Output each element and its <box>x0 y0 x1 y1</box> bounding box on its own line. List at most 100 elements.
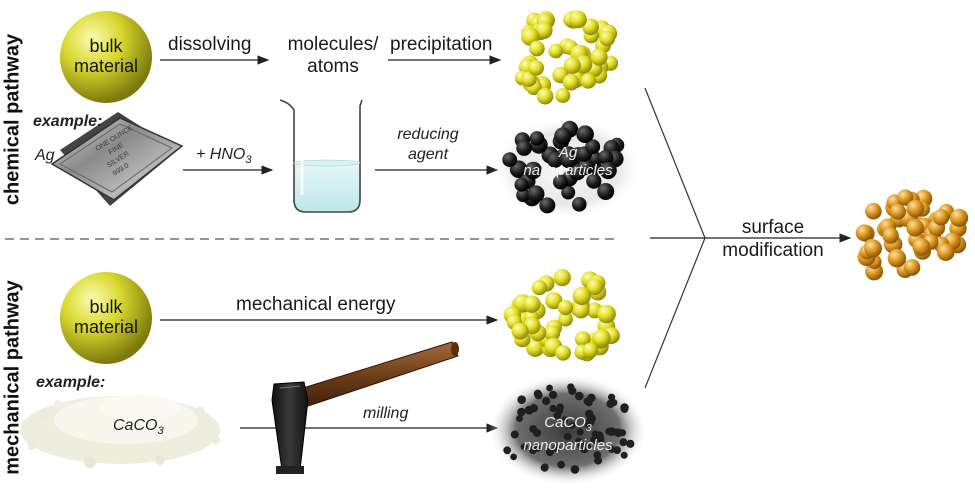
bulk-label-line: bulk <box>89 297 123 317</box>
bulk-material-sphere-chemical <box>60 11 152 103</box>
black-nanoparticle <box>527 185 545 203</box>
reducing-line: agent <box>407 146 449 163</box>
pore-dot <box>593 451 602 459</box>
black-nanoparticle <box>586 173 602 189</box>
pore-dot <box>533 389 542 398</box>
label-caco3: CaCO3 <box>113 417 164 437</box>
black-nanoparticle <box>577 159 595 176</box>
black-nanoparticle <box>561 185 576 200</box>
yellow-particle <box>563 56 581 74</box>
black-nanoparticle <box>539 197 556 214</box>
pore-dot <box>568 386 577 395</box>
pore-dot <box>590 436 598 445</box>
merge-line-bottom <box>644 237 706 389</box>
ag-nanoparticles-image <box>492 116 642 220</box>
orange-particle <box>950 208 969 227</box>
yellow-particle <box>558 311 573 327</box>
yellow-particle <box>580 73 597 89</box>
reducing-line: reducing <box>397 126 459 143</box>
caco3-np-line: nanoparticles <box>523 437 613 454</box>
black-nanoparticle <box>516 188 531 203</box>
yellow-particle <box>557 300 574 316</box>
label-mechanical-energy: mechanical energy <box>236 294 396 315</box>
yellow-particle <box>521 71 537 87</box>
black-nanoparticle <box>514 177 529 192</box>
pore-dot <box>503 446 512 455</box>
pore-dot <box>575 437 583 445</box>
pore-dot <box>619 438 628 447</box>
orange-particle <box>903 259 921 276</box>
pore-dot <box>583 397 592 406</box>
caco3-np-subscript: 3 <box>585 422 592 434</box>
bulk-label-line: material <box>73 56 139 76</box>
label-caco3-nanoparticles: CaCO3 nanoparticles <box>508 414 628 455</box>
black-nanoparticle <box>547 151 564 168</box>
yellow-particle <box>531 280 548 296</box>
yellow-particle <box>592 329 611 348</box>
bulk-label-line: bulk <box>89 36 123 56</box>
orange-particle <box>889 203 906 220</box>
pore-dot <box>563 432 572 441</box>
yellow-particle <box>590 48 608 66</box>
label-precipitation: precipitation <box>390 34 493 55</box>
ag-np-line: nanoparticles <box>523 162 613 179</box>
black-nanoparticle <box>516 140 532 156</box>
hammer-image <box>271 341 459 474</box>
yellow-particle <box>562 73 580 91</box>
label-ag-nanoparticles: Ag nanoparticles <box>508 144 628 180</box>
merge-line-top <box>644 87 706 239</box>
pore-dot <box>620 451 628 459</box>
silver-bar-image: ONE OUNCE FINE SILVER 999.0 <box>50 112 184 206</box>
pore-dot <box>529 446 538 454</box>
yellow-particle <box>582 342 599 359</box>
pore-dot <box>610 399 618 407</box>
pore-dot <box>595 431 604 439</box>
yellow-particle <box>548 43 564 59</box>
pore-dot <box>576 428 584 436</box>
yellow-particle <box>597 304 616 324</box>
pore-dot <box>557 460 565 469</box>
pore-dot <box>548 390 558 400</box>
yellow-particle <box>529 40 545 57</box>
yellow-particle <box>544 325 561 342</box>
pore-dot <box>575 391 584 401</box>
caco3-np-text: CaCO <box>544 414 586 431</box>
pore-dot <box>555 406 564 415</box>
label-reducing-agent: reducing agent <box>393 125 463 165</box>
caco3-powder-image <box>20 394 220 468</box>
label-molecules-atoms: molecules/ atoms <box>283 34 383 78</box>
bulk-material-sphere-mechanical <box>60 272 152 364</box>
black-nanoparticle <box>524 161 542 180</box>
pore-dot <box>542 396 551 406</box>
orange-particle <box>897 189 914 206</box>
yellow-particle <box>555 88 571 103</box>
yellow-particle <box>572 286 591 306</box>
yellow-particle-cluster-bottom <box>503 268 620 362</box>
pore-dot <box>532 428 542 437</box>
yellow-particle <box>545 292 563 310</box>
pore-dot <box>540 463 549 472</box>
bulk-label-line: material <box>73 317 139 337</box>
bulk-material-label-mechanical: bulk material <box>61 297 151 337</box>
black-nanoparticle <box>553 174 568 190</box>
molecules-line: molecules/ <box>287 34 379 55</box>
yellow-particle <box>574 331 591 347</box>
caco3-text: CaCO <box>113 417 158 434</box>
pore-dot <box>608 393 616 401</box>
yellow-particle <box>511 322 529 340</box>
orange-particle <box>906 219 924 237</box>
pore-dot <box>516 415 523 422</box>
side-label-mechanical: mechanical pathway <box>1 280 24 475</box>
label-ag: Ag <box>35 147 55 164</box>
pore-dot <box>580 444 589 454</box>
pore-dot <box>549 404 557 413</box>
pore-dot <box>561 416 569 424</box>
orange-particle <box>855 224 873 242</box>
black-nanoparticle <box>529 131 545 146</box>
black-nanoparticle <box>554 127 572 145</box>
orange-particle <box>912 238 931 256</box>
black-nanoparticle <box>598 149 614 165</box>
orange-particle <box>932 209 950 226</box>
label-milling: milling <box>363 405 409 422</box>
